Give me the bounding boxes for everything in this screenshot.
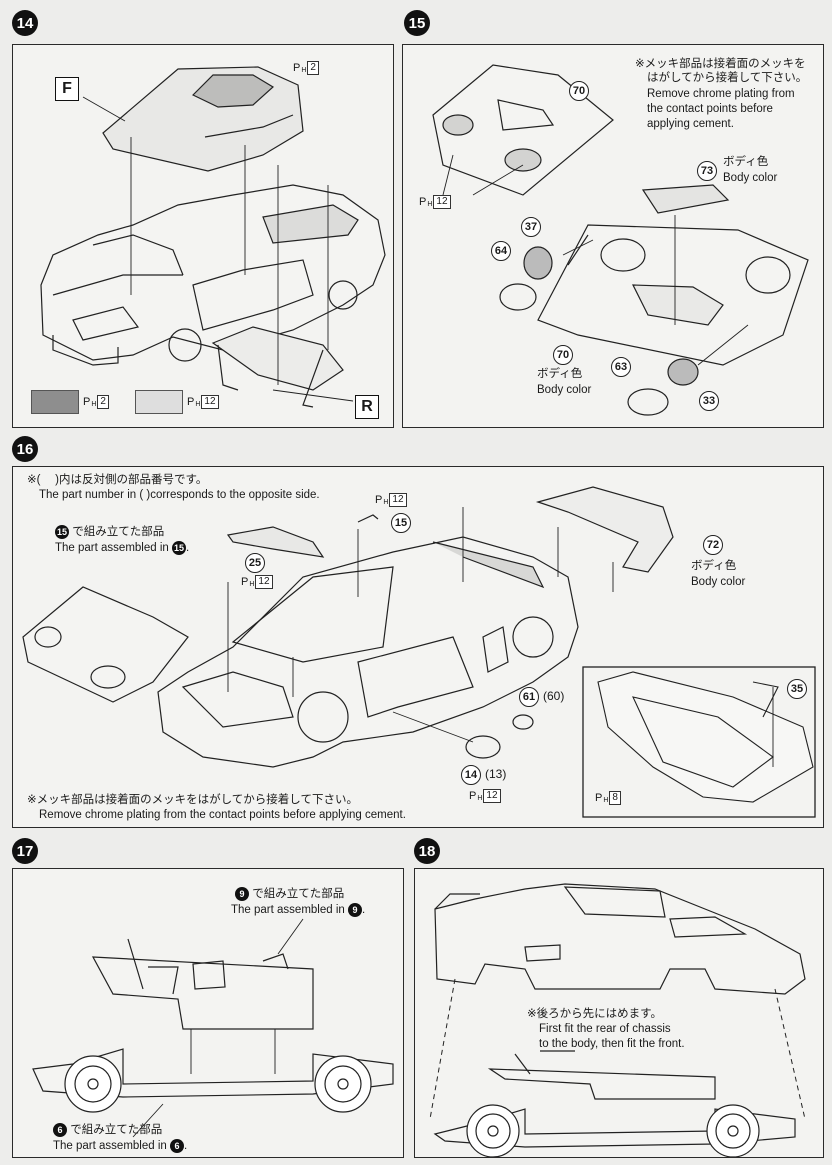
body-color-en-73: Body color	[723, 172, 778, 184]
part-37: 37	[521, 217, 541, 237]
assembled-in-9-en: The part assembled in 9.	[231, 903, 366, 917]
body-color-jp-70: ボディ色	[537, 368, 583, 380]
part-70-top: 70	[569, 81, 589, 101]
step-17-badge: 17	[12, 838, 38, 864]
step-14-badge: 14	[12, 10, 38, 36]
swatch-light-gray	[135, 390, 183, 414]
rear-label: R	[355, 395, 379, 419]
step-18-drawing	[429, 883, 806, 1157]
ref-badge-6b: 6	[170, 1139, 184, 1153]
opposite-side-note-jp: ※( )内は反対側の部品番号です。	[27, 474, 208, 486]
part-73: 73	[697, 161, 717, 181]
body-color-jp-73: ボディ色	[723, 156, 769, 168]
step-17-drawing	[32, 918, 394, 1138]
part-64: 64	[491, 241, 511, 261]
step-17-panel: 9 で組み立てた部品 The part assembled in 9. 6 で組…	[12, 868, 404, 1158]
step-18-panel: ※後ろから先にはめます。 First fit the rear of chass…	[414, 868, 824, 1158]
ref-badge-15b: 15	[172, 541, 186, 555]
part-25: 25	[245, 553, 265, 573]
body-color-jp-72: ボディ色	[691, 560, 737, 572]
part-63: 63	[611, 357, 631, 377]
fit-order-note-en2: to the body, then fit the front.	[539, 1038, 685, 1050]
part-15: 15	[391, 513, 411, 533]
part-72: 72	[703, 535, 723, 555]
swatch-dark-gray	[31, 390, 79, 414]
step-16-drawing	[22, 486, 816, 818]
step-18-badge: 18	[414, 838, 440, 864]
part-13-opposite: (13)	[485, 767, 507, 781]
step-14-drawing	[40, 66, 386, 408]
part-35: 35	[787, 679, 807, 699]
assembled-in-6-en: The part assembled in 6.	[53, 1139, 188, 1153]
assembled-in-6-jp: 6 で組み立てた部品	[53, 1123, 162, 1137]
part-33: 33	[699, 391, 719, 411]
ref-badge-9b: 9	[348, 903, 362, 917]
front-label: F	[55, 77, 79, 101]
chrome-note-jp2: はがしてから接着して下さい。	[647, 72, 808, 84]
step-15-badge: 15	[404, 10, 430, 36]
step-15-panel: ※メッキ部品は接着面のメッキを はがしてから接着して下さい。 Remove ch…	[402, 44, 824, 428]
part-14: 14	[461, 765, 481, 785]
fit-order-note-en1: First fit the rear of chassis	[539, 1023, 671, 1035]
step-15-drawing	[432, 64, 809, 416]
chrome-note-en2: the contact points before	[647, 103, 773, 115]
part-60-opposite: (60)	[543, 689, 565, 703]
chrome-note-en3: applying cement.	[647, 118, 734, 130]
chrome-note-en1: Remove chrome plating from	[647, 88, 795, 100]
chrome-note-en-16: Remove chrome plating from the contact p…	[39, 809, 406, 821]
ref-badge-15: 15	[55, 525, 69, 539]
part-61: 61	[519, 687, 539, 707]
body-color-en-72: Body color	[691, 576, 746, 588]
ref-badge-9: 9	[235, 887, 249, 901]
chrome-note-jp: ※メッキ部品は接着面のメッキを	[635, 58, 806, 70]
step-16-badge: 16	[12, 436, 38, 462]
fit-order-note-jp: ※後ろから先にはめます。	[527, 1008, 662, 1020]
body-color-en-70: Body color	[537, 384, 592, 396]
assembled-in-9-jp: 9 で組み立てた部品	[235, 887, 344, 901]
chrome-note-jp-16: ※メッキ部品は接着面のメッキをはがしてから接着して下さい。	[27, 794, 358, 806]
assembled-in-15-jp: 15 で組み立てた部品	[55, 525, 165, 539]
ref-badge-6: 6	[53, 1123, 67, 1137]
step-16-panel: ※( )内は反対側の部品番号です。 The part number in ( )…	[12, 466, 824, 828]
opposite-side-note-en: The part number in ( )corresponds to the…	[39, 489, 320, 501]
assembled-in-15-en: The part assembled in 15.	[55, 541, 190, 555]
part-70-bottom: 70	[553, 345, 573, 365]
